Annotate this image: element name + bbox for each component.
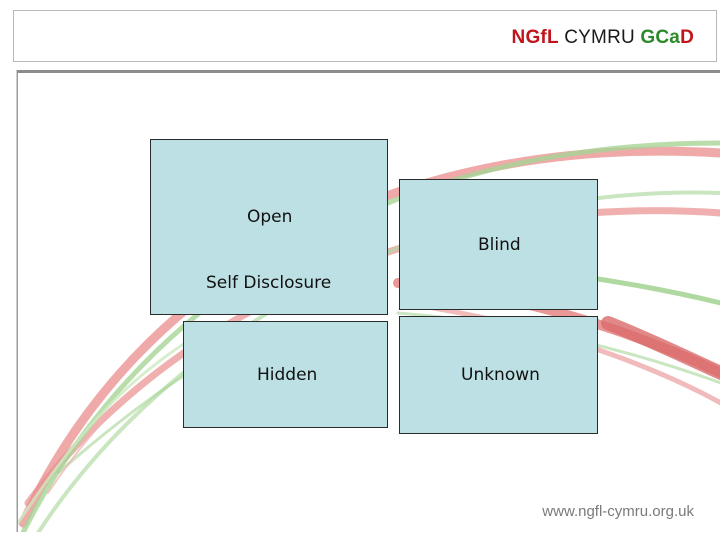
logo-cymru: CYMRU xyxy=(564,27,635,48)
logo-gcad: GCaD xyxy=(640,27,694,48)
header-bar: NGfL CYMRU GCaD xyxy=(13,10,717,62)
open-pane: Open Self Disclosure xyxy=(150,139,388,315)
unknown-pane: Unknown xyxy=(399,316,598,434)
hidden-label: Hidden xyxy=(257,365,318,385)
blind-label: Blind xyxy=(478,235,521,255)
footer-url: www.ngfl-cymru.org.uk xyxy=(542,503,694,520)
ngfl-cymru-logo: NGfL CYMRU GCaD xyxy=(512,27,694,49)
self-disclosure-label: Self Disclosure xyxy=(206,273,332,293)
logo-gca: GCa xyxy=(640,27,681,48)
unknown-label: Unknown xyxy=(461,365,540,385)
swoosh-red-5 xyxy=(601,316,720,380)
logo-ngfl: NGfL xyxy=(511,27,559,48)
blind-pane: Blind xyxy=(399,179,598,310)
hidden-pane: Hidden xyxy=(183,321,388,428)
logo-d: D xyxy=(680,27,694,48)
open-label: Open xyxy=(247,207,293,227)
